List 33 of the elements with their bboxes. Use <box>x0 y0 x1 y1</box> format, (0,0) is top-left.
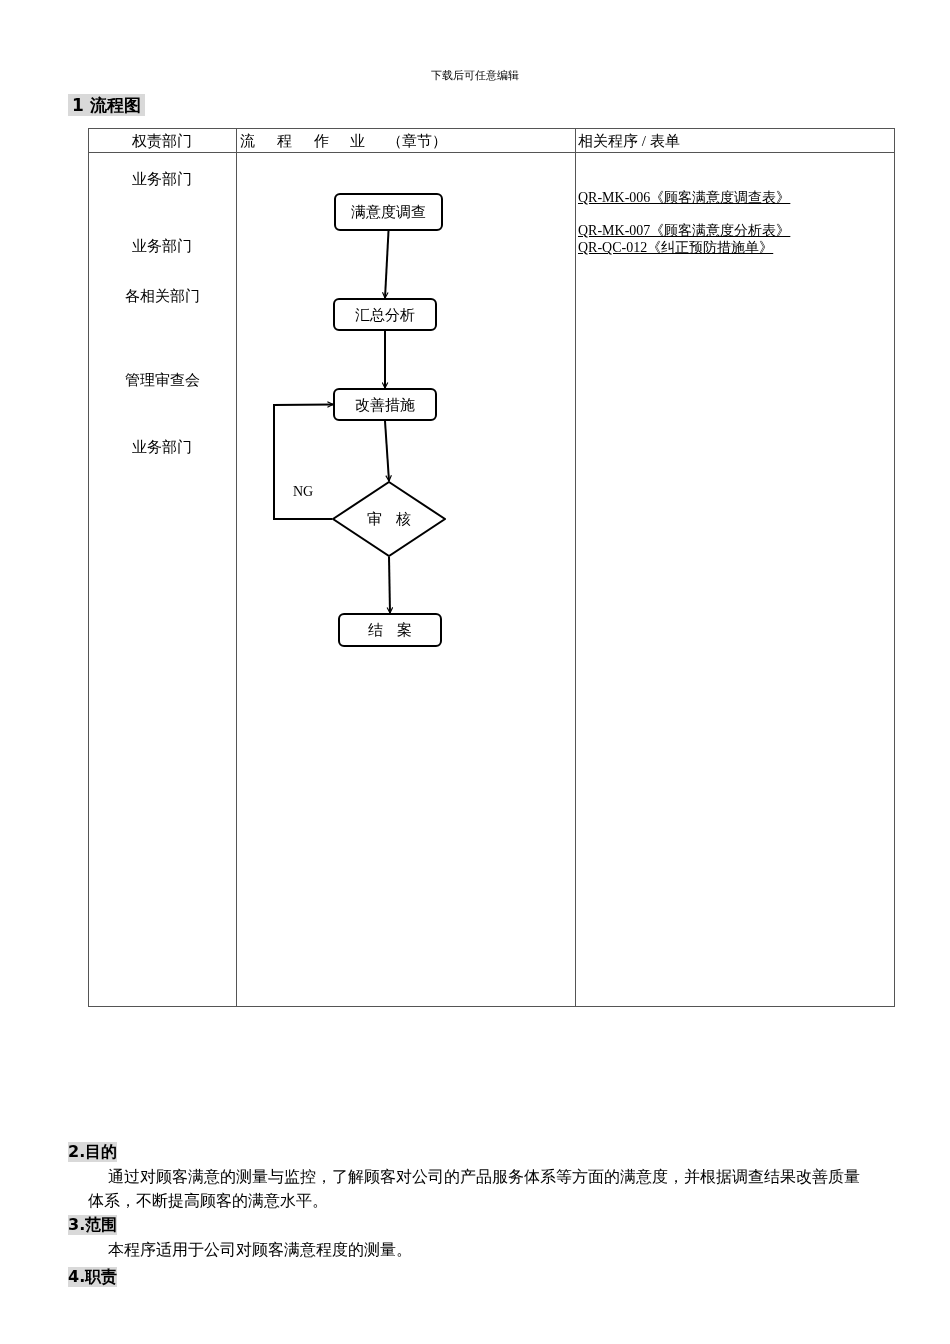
step-label: 审 核 <box>367 510 411 528</box>
column-header: 流 程 作 业 （章节） <box>240 132 448 151</box>
section-heading: 4.职责 <box>68 1267 118 1287</box>
arrow <box>384 420 392 482</box>
paragraph: 通过对顾客满意的测量与监控，了解顾客对公司的产品服务体系等方面的满意度，并根据调查结果改善质量体系，不断提高顾客的满意水平。 <box>88 1167 861 1211</box>
arrow <box>386 556 394 614</box>
column-header: 相关程序 / 表单 <box>578 132 681 151</box>
step-label: 汇总分析 <box>355 305 415 324</box>
department-label: 管理审查会 <box>123 371 201 390</box>
arrow <box>381 330 389 389</box>
section-heading: 3.范围 <box>68 1215 118 1235</box>
arrow <box>273 401 334 520</box>
form-reference: QR-MK-006《顾客满意度调查表》 <box>578 189 791 207</box>
section-heading: 2.目的 <box>68 1142 118 1162</box>
form-reference: QR-QC-012《纠正预防措施单》 <box>578 239 774 257</box>
department-label: 业务部门 <box>131 170 193 189</box>
step-label: 满意度调查 <box>351 203 426 221</box>
arrow <box>381 230 390 299</box>
department-label: 业务部门 <box>131 438 193 457</box>
process-box <box>333 388 437 421</box>
process-box <box>338 613 442 647</box>
decision-diamond <box>332 481 446 557</box>
paragraph: 本程序适用于公司对顾客满意程度的测量。 <box>108 1240 413 1260</box>
step-label: 结 案 <box>368 621 412 639</box>
process-box <box>333 298 437 331</box>
department-label: 业务部门 <box>131 237 193 256</box>
header-note: 下载后可任意编辑 <box>430 68 520 84</box>
process-box <box>334 193 443 231</box>
column-header: 权责部门 <box>131 132 193 151</box>
form-reference: QR-MK-007《顾客满意度分析表》 <box>578 222 791 240</box>
section-title: 1 流程图 <box>68 94 145 116</box>
step-label: 改善措施 <box>355 395 415 414</box>
department-label: 各相关部门 <box>123 287 201 306</box>
